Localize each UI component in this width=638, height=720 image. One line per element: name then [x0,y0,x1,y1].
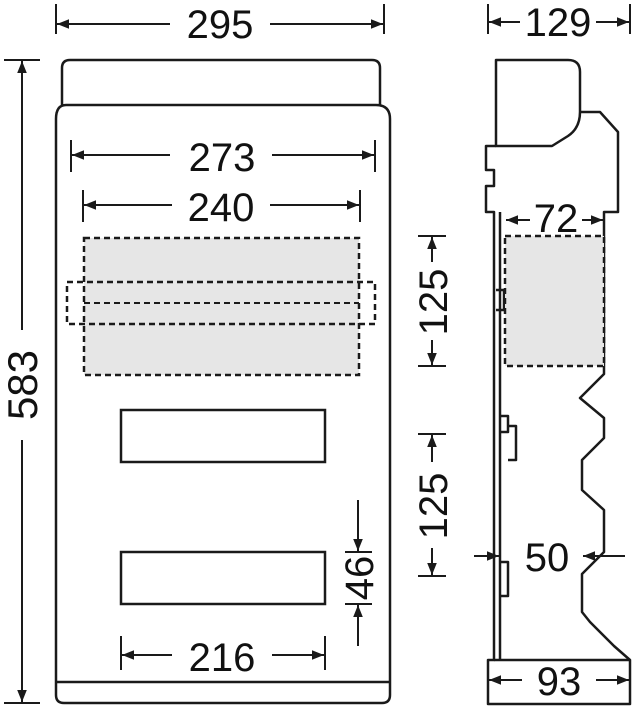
enclosure-body [54,103,392,705]
label-cutout-height: 46 [338,556,382,601]
dimension-rail-spacing-top [418,235,446,367]
dimension-rail-spacing-bottom [418,433,446,577]
enclosure-lid [60,58,382,105]
label-module-depth: 50 [525,536,570,580]
module-cutout-2 [119,550,327,606]
dimension-overall-depth [487,4,631,34]
label-overall-height: 583 [0,350,46,420]
dimension-cutout-width [120,636,326,670]
label-base-depth: 93 [537,660,582,704]
dimension-overall-width [55,4,385,34]
dimension-overall-height [4,59,40,704]
din-rail-area [65,236,377,377]
dimension-inner-width [70,140,376,172]
dimension-cutout-height [345,500,372,646]
front-view [54,58,392,705]
label-overall-depth: 129 [525,1,592,45]
label-cutout-width: 216 [189,636,256,680]
label-rail-spacing-top: 125 [412,269,456,336]
dimension-rail-width [82,190,361,222]
label-rail-depth: 72 [534,197,579,241]
label-overall-width: 295 [187,3,254,47]
label-rail-width: 240 [188,186,255,230]
label-inner-width: 273 [189,136,256,180]
side-rail-area [503,234,606,368]
label-rail-spacing-bottom: 125 [412,473,456,540]
module-cutout-1 [119,408,327,464]
side-view [484,58,632,706]
side-lid-profile [494,58,582,148]
